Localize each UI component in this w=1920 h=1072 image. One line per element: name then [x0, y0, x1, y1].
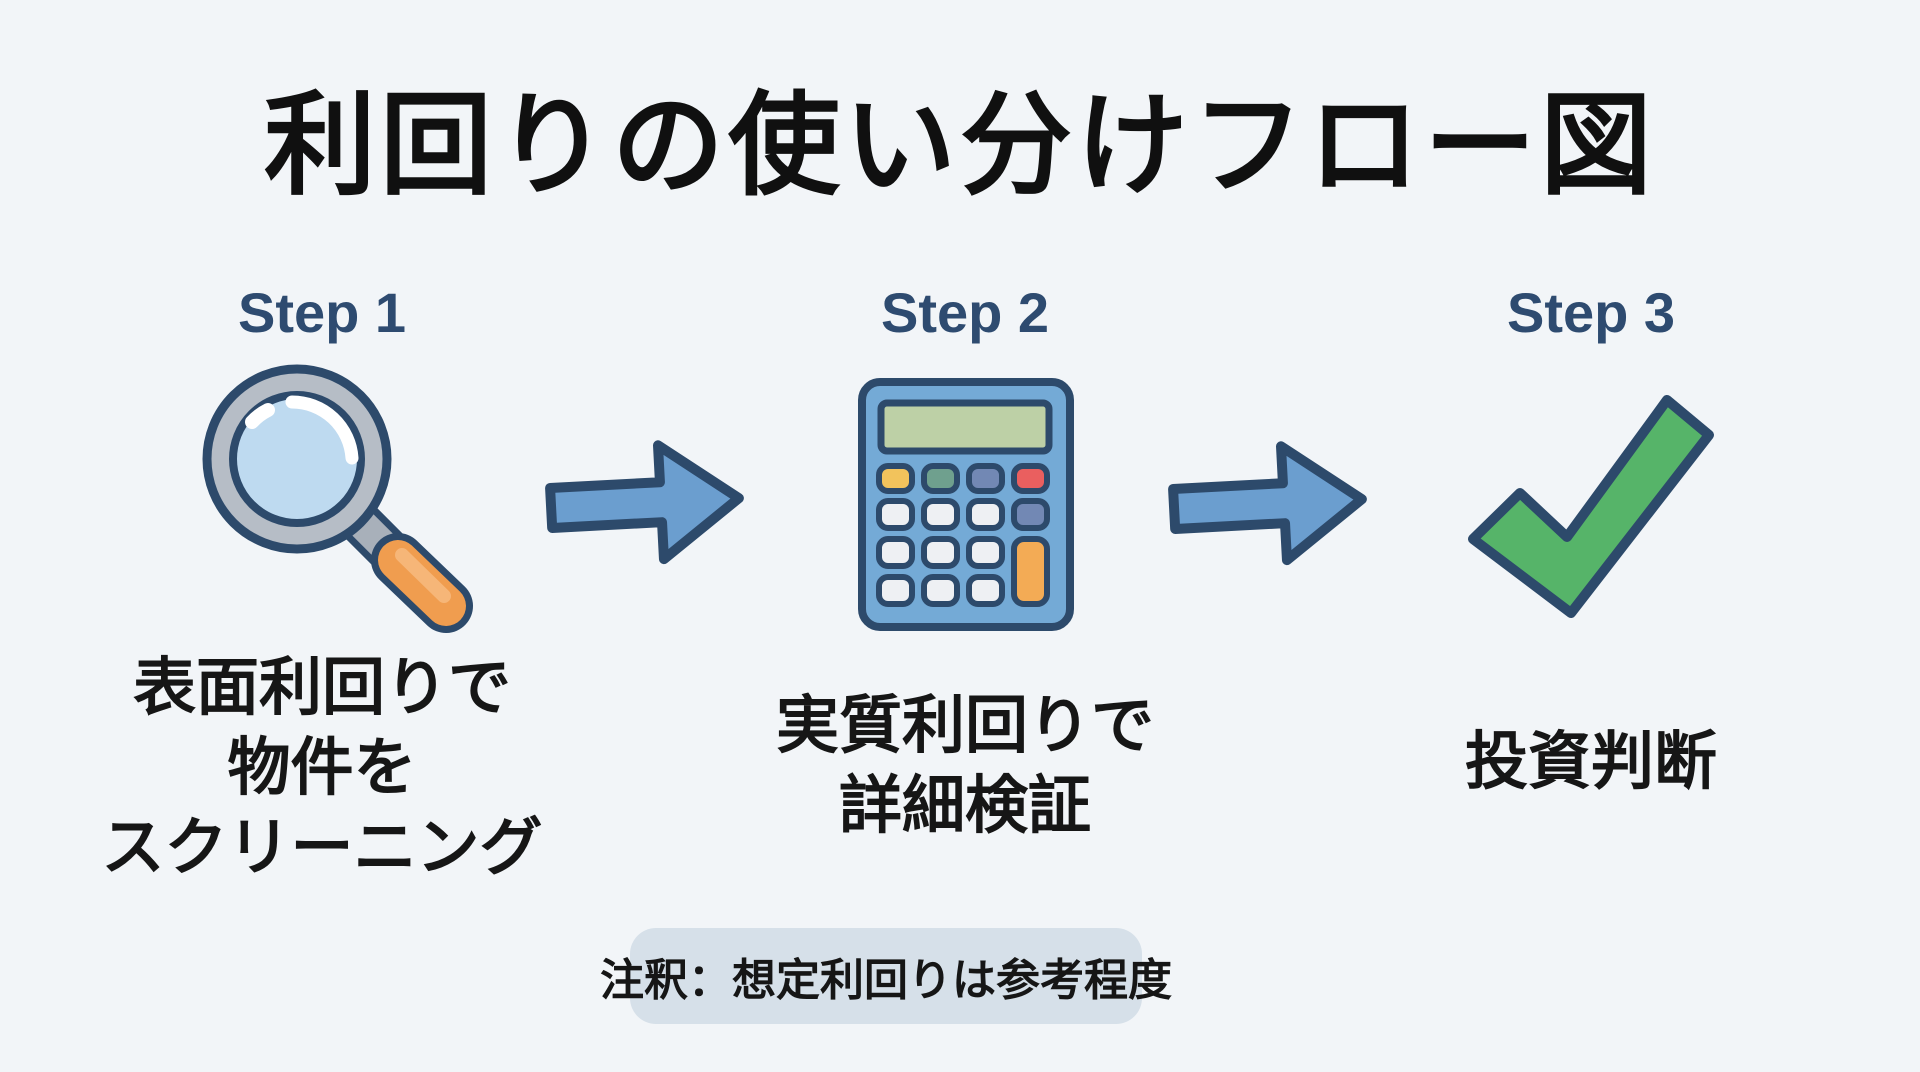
calculator-display — [877, 399, 1053, 455]
calc-button-red — [1011, 463, 1050, 494]
step3-line1: 投資判断 — [1465, 727, 1717, 797]
calc-button-white — [876, 574, 915, 607]
calc-button-bluegray — [966, 463, 1005, 494]
calc-button-white — [921, 498, 960, 531]
step2-line2: 詳細検証 — [839, 771, 1091, 841]
magnifier-handle-highlight — [395, 548, 451, 603]
step2-description: 実質利回りで 詳細検証 — [690, 686, 1240, 846]
checkmark-shape — [1468, 395, 1714, 618]
step3-description: 投資判断 — [1330, 722, 1852, 802]
footnote-badge: 注釈：想定利回りは参考程度 — [600, 928, 1172, 1024]
step1-label: Step 1 — [237, 281, 407, 344]
arrow-icon-1 — [545, 440, 744, 565]
calculator-icon — [858, 378, 1074, 631]
lens-highlight-arc — [285, 395, 359, 465]
step2-label: Step 2 — [880, 281, 1050, 344]
magnifier-icon — [202, 364, 473, 633]
page-title: 利回りの使い分けフロー図 — [264, 83, 1656, 208]
calc-button-white — [966, 498, 1005, 531]
magnifier-lens — [229, 391, 365, 527]
calc-button-white — [921, 536, 960, 569]
calc-button-white — [876, 536, 915, 569]
calc-button-white — [921, 574, 960, 607]
calc-button-bluegray — [1011, 498, 1050, 531]
step1-line2: 物件を — [227, 733, 417, 803]
footnote-text: 注釈：想定利回りは参考程度 — [600, 956, 1172, 1005]
calc-button-white — [966, 574, 1005, 607]
step1-line1: 表面利回りで — [133, 653, 511, 723]
calc-button-teal — [921, 463, 960, 494]
calc-button-yellow — [876, 463, 915, 494]
arrow-icon-2 — [1168, 441, 1367, 566]
arrow-shape — [545, 440, 744, 565]
lens-highlight-small — [245, 403, 275, 429]
calc-button-white — [876, 498, 915, 531]
arrow-shape — [1168, 441, 1367, 566]
step3-label: Step 3 — [1506, 281, 1676, 344]
step2-line1: 実質利回りで — [776, 691, 1154, 761]
checkmark-icon — [1468, 395, 1714, 618]
calc-button-orange-tall — [1011, 536, 1050, 607]
calc-button-white — [966, 536, 1005, 569]
step1-line3: スクリーニング — [101, 813, 543, 883]
step1-description: 表面利回りで 物件を スクリーニング — [42, 648, 602, 888]
